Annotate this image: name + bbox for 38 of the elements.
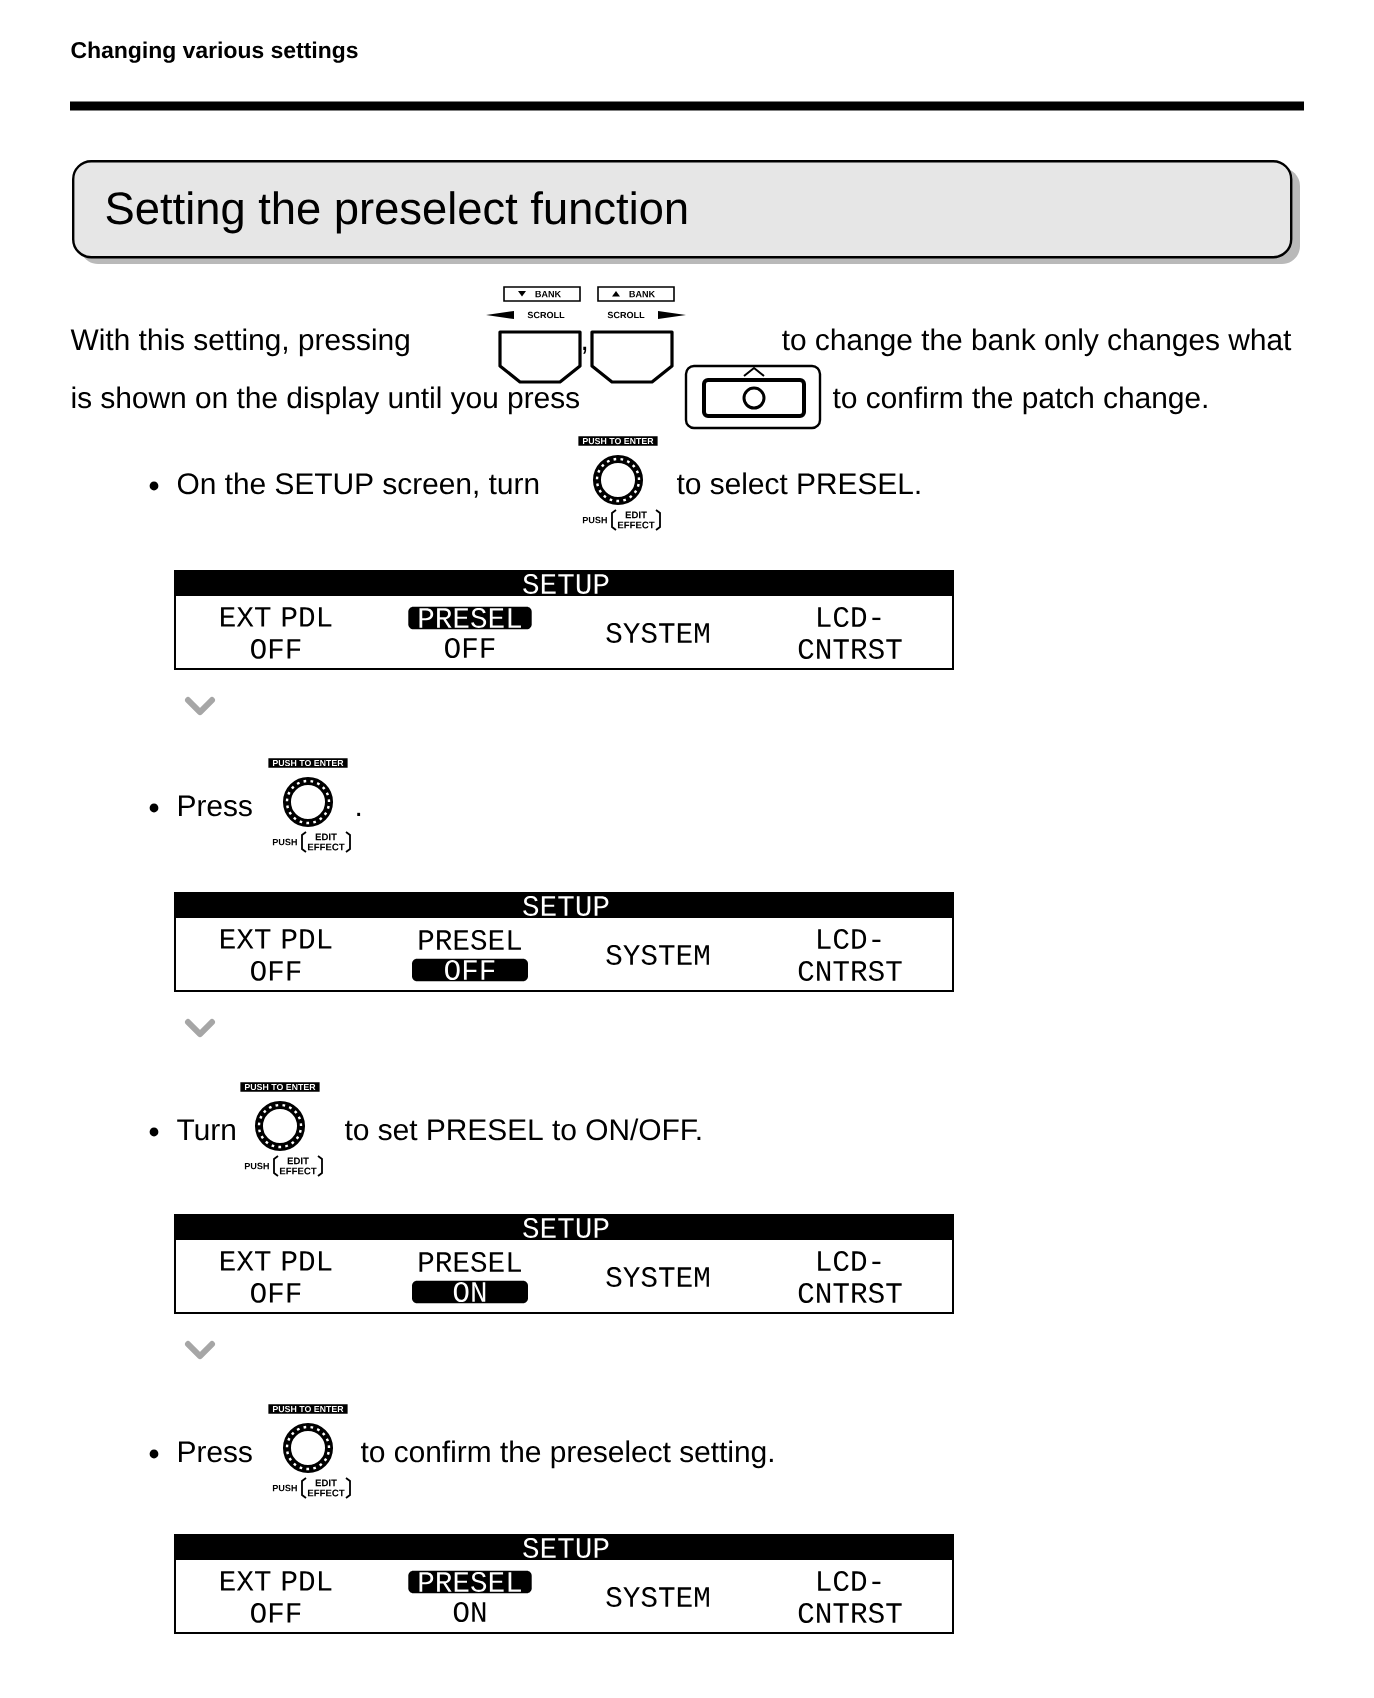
screen-item: SYSTEM <box>606 1267 709 1287</box>
step-text: Press <box>179 1441 252 1463</box>
screen-item: LCD- CNTRST <box>798 929 902 981</box>
screen-item: EXT PDL OFF <box>221 1571 332 1623</box>
screen-item: LCD- CNTRST <box>798 1571 902 1623</box>
body-text: With this setting, pressing <box>70 328 409 357</box>
step-text: to select PRESEL. <box>677 472 920 495</box>
section-title: Changing various settings <box>71 41 358 63</box>
highlighted-item: OFF <box>412 958 528 982</box>
body-text: to confirm the patch change. <box>833 386 1207 415</box>
screen-item: EXT PDL OFF <box>221 1251 332 1303</box>
screen-item: ON <box>453 1602 486 1622</box>
step-text: . <box>357 812 361 816</box>
step-text: Press <box>179 795 252 817</box>
screen-item: LCD- CNTRST <box>798 1251 902 1303</box>
screen-header: SETUP <box>174 892 952 918</box>
screen-item: PRESEL <box>419 1252 521 1272</box>
step-text: to confirm the preselect setting. <box>361 1440 773 1469</box>
screen-item: EXT PDL OFF <box>221 929 332 981</box>
screen-header: SETUP <box>174 1534 952 1560</box>
step-text: Turn <box>177 1119 235 1141</box>
highlighted-item: PRESEL <box>408 1570 532 1594</box>
step-text: to set PRESEL to ON/OFF. <box>345 1118 701 1141</box>
step-text: On the SETUP screen, turn <box>177 472 539 498</box>
screen-header: SETUP <box>174 1214 952 1240</box>
body-text: , <box>583 346 587 354</box>
screen-item: SYSTEM <box>606 945 709 965</box>
screen-item: LCD- CNTRST <box>798 607 902 659</box>
screen-item: SYSTEM <box>606 623 709 643</box>
highlighted-item: ON <box>412 1280 528 1304</box>
screen-header: SETUP <box>174 570 952 596</box>
screen-item: SYSTEM <box>606 1587 709 1607</box>
highlighted-item: PRESEL <box>408 606 532 630</box>
body-text: is shown on the display until you press <box>72 386 579 415</box>
screen-item: EXT PDL OFF <box>221 607 332 659</box>
screen-item: OFF <box>445 638 495 658</box>
screen-item: PRESEL <box>419 930 521 950</box>
body-text: to change the bank only changes what <box>782 328 1292 357</box>
